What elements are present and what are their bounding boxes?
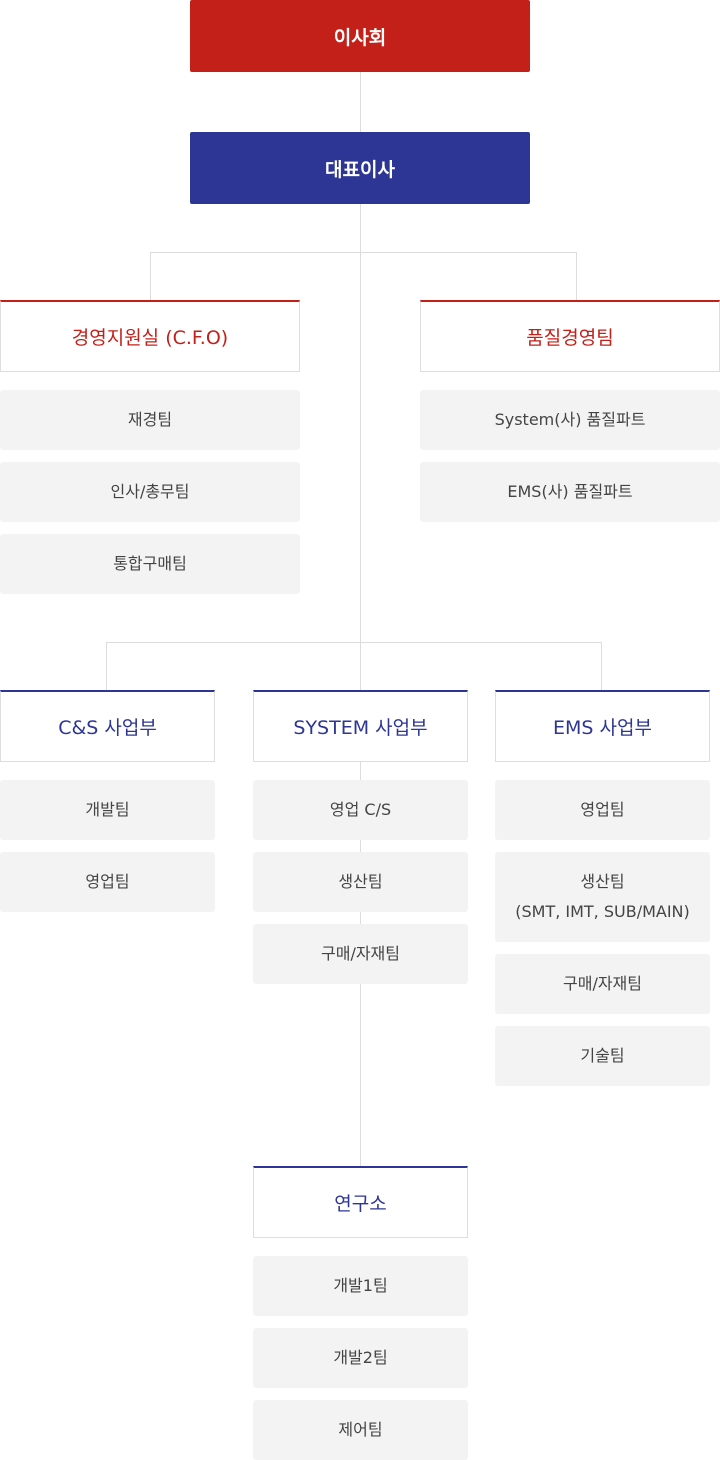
team-ems-sales: 영업팀 (495, 780, 710, 840)
team-development-2: 개발2팀 (253, 1328, 468, 1388)
ceo-box: 대표이사 (190, 132, 530, 204)
connector-drop-cs (106, 642, 107, 690)
connector-drop-management (150, 252, 151, 300)
team-finance: 재경팀 (0, 390, 300, 450)
team-integrated-purchasing: 통합구매팀 (0, 534, 300, 594)
team-development-1: 개발1팀 (253, 1256, 468, 1316)
team-hr-general-affairs: 인사/총무팀 (0, 462, 300, 522)
team-control: 제어팀 (253, 1400, 468, 1460)
cs-division: C&S 사업부 (0, 690, 215, 762)
team-system-quality-part: System(사) 품질파트 (420, 390, 720, 450)
board-box: 이사회 (190, 0, 530, 72)
team-ems-purchasing-materials: 구매/자재팀 (495, 954, 710, 1014)
system-division: SYSTEM 사업부 (253, 690, 468, 762)
connector-drop-quality (576, 252, 577, 300)
team-system-sales-cs: 영업 C/S (253, 780, 468, 840)
research-lab: 연구소 (253, 1166, 468, 1238)
connector-branch-top (150, 252, 577, 253)
team-ems-quality-part: EMS(사) 품질파트 (420, 462, 720, 522)
management-support-office: 경영지원실 (C.F.O) (0, 300, 300, 372)
team-system-purchasing-materials: 구매/자재팀 (253, 924, 468, 984)
team-cs-sales: 영업팀 (0, 852, 215, 912)
connector-drop-ems (601, 642, 602, 690)
team-ems-production: 생산팀 (SMT, IMT, SUB/MAIN) (495, 852, 710, 942)
connector-branch-divisions (106, 642, 602, 643)
team-ems-technology: 기술팀 (495, 1026, 710, 1086)
team-cs-development: 개발팀 (0, 780, 215, 840)
ems-division: EMS 사업부 (495, 690, 710, 762)
connector-trunk (360, 72, 361, 1166)
quality-management-team: 품질경영팀 (420, 300, 720, 372)
team-system-production: 생산팀 (253, 852, 468, 912)
